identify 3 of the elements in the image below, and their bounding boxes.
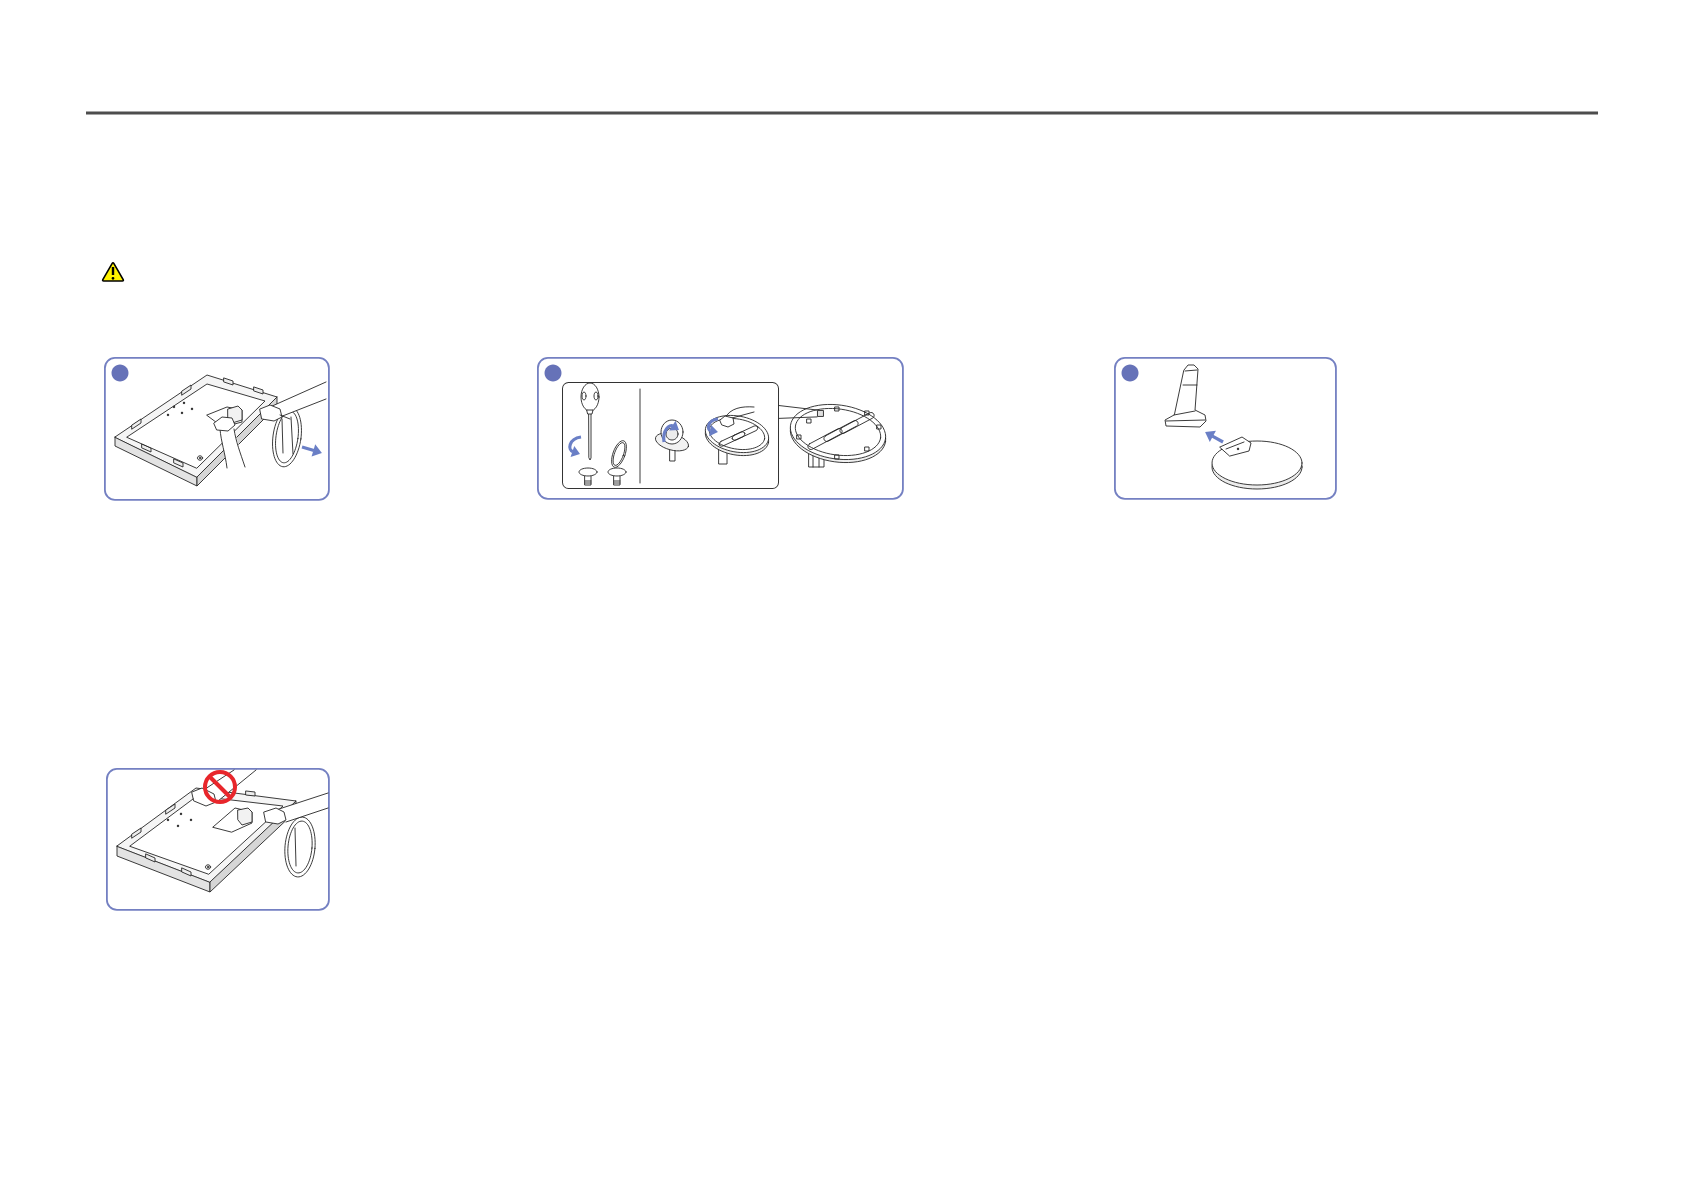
leader-line — [778, 416, 818, 419]
screw-hole — [817, 410, 824, 417]
leader-line — [778, 405, 818, 411]
